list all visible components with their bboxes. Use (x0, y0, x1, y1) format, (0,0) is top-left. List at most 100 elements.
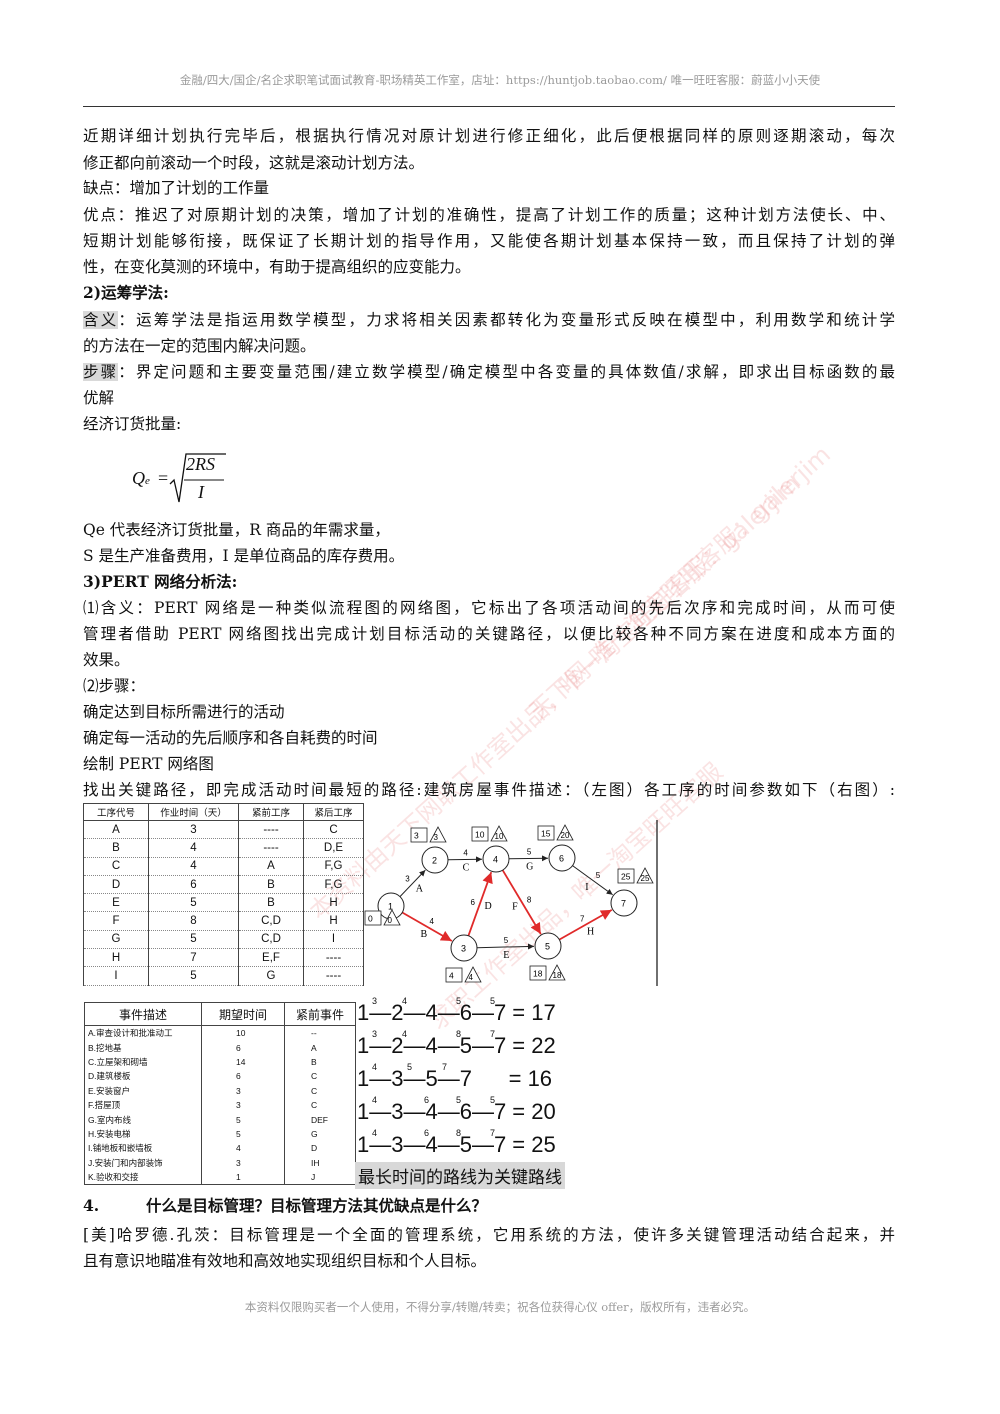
table-cell: 5 (148, 893, 239, 913)
table-cell: C.立屋架和砌墙 (84, 1054, 202, 1070)
table-cell: B (238, 893, 304, 913)
table-cell: A (238, 856, 304, 876)
edge-duration: 5 (596, 871, 601, 880)
answer-line: 且有意识地瞄准有效地和高效地实现组织目标和个人目标。 (83, 1252, 487, 1270)
table-cell: D.建筑楼板 (84, 1069, 202, 1084)
path-weight: 7 (442, 1062, 448, 1072)
steps-label: 步骤 (83, 363, 119, 381)
header-rule (83, 106, 895, 107)
table-header: 作业时间（天） (148, 803, 239, 821)
meaning-text: ：运筹学法是指运用数学模型，力求将相关因素都转化为变量形式反映在模型中，利用数学… (118, 311, 895, 329)
question-title: 什么是目标管理？目标管理方法其优缺点是什么？ (146, 1196, 488, 1215)
table-header: 期望时间 (201, 1002, 285, 1026)
path-weight: 7 (490, 1029, 496, 1039)
table-cell: I (303, 929, 364, 950)
table-cell: H (83, 948, 149, 968)
table-cell: G (238, 966, 304, 986)
table-cell: 8 (148, 911, 239, 931)
section-heading: 3)PERT 网络分析法: (83, 572, 238, 591)
critical-path-note: 最长时间的路线为关键路线 (355, 1162, 565, 1189)
node-label: 1 (388, 902, 393, 912)
table-cell: C (83, 856, 149, 876)
table-cell: I.铺地板和嵌墙板 (84, 1141, 202, 1156)
table-cell: D (83, 874, 149, 895)
table-header: 紧前事件 (284, 1002, 356, 1026)
edge-duration: 5 (527, 848, 532, 857)
node-label: 3 (461, 944, 466, 954)
edge-label: A (416, 884, 424, 895)
node-label: 5 (545, 942, 550, 952)
early-time-box (537, 825, 555, 841)
table-cell: 3 (201, 1155, 285, 1170)
edge-label: E (503, 950, 509, 961)
edge-duration: 4 (429, 917, 434, 926)
node-2 (421, 846, 449, 874)
table-cell: A (284, 1040, 356, 1055)
node-7 (610, 889, 638, 917)
path-line: 1—3—4—5—7 = 25 (357, 1132, 556, 1157)
table-header: 紧前工序 (238, 803, 304, 821)
table-cell: 5 (201, 1112, 285, 1127)
table-cell: J (284, 1169, 356, 1186)
table-cell: A.审查设计和批准动工 (84, 1025, 202, 1041)
table-cell: C,D (238, 911, 304, 931)
page-footer: 本资料仅限购买者一个人使用，不得分享/转赠/转卖；祝各位获得心仪 offer，版… (244, 1300, 756, 1314)
path-weight: 3 (372, 996, 378, 1006)
table-cell: F,G (303, 874, 364, 895)
early-time-box (445, 967, 463, 983)
table-cell: ---- (303, 966, 364, 986)
table-cell: B.挖地基 (84, 1040, 202, 1055)
late-time-triangle (429, 826, 447, 843)
table-cell: 5 (148, 929, 239, 950)
late-time-triangle (464, 966, 482, 983)
node-4 (482, 845, 510, 873)
node-label: 2 (432, 856, 437, 866)
eoq-formula: Qe = 2RS I (128, 448, 238, 510)
late-time: 3 (434, 833, 439, 842)
late-time: 25 (641, 874, 650, 883)
late-time-triangle (636, 867, 654, 884)
edge-G (508, 855, 549, 862)
table-cell: 7 (148, 948, 239, 968)
section-heading: 2)运筹学法: (83, 283, 169, 302)
path-line: 1—2—4—6—7 = 17 (357, 1000, 556, 1025)
pert-step: 绘制 PERT 网络图 (83, 755, 214, 773)
early-time: 25 (621, 872, 631, 882)
table-cell: B (284, 1054, 356, 1070)
formula-equals: = (158, 468, 169, 488)
pert-meaning-line: ⑴含义：PERT 网络是一种类似流程图的网络图，它标出了各项活动间的先后次序和完… (83, 599, 895, 617)
early-time: 18 (533, 969, 543, 979)
path-line: 1—2—4—5—7 = 22 (357, 1033, 556, 1058)
early-time: 0 (368, 914, 373, 924)
formula-numerator: 2RS (186, 454, 215, 474)
edge-D (467, 871, 493, 937)
edge-duration: 5 (504, 936, 509, 945)
pros-line: 短期计划能够衔接，既保证了长期计划的指导作用，又能使各期计划基本保持一致，而且保… (83, 232, 895, 250)
edge-F (501, 869, 542, 935)
edge-duration: 3 (405, 874, 410, 883)
edge-B (401, 911, 453, 942)
path-weight: 4 (372, 1095, 378, 1105)
table-cell: 14 (201, 1054, 285, 1070)
path-weight: 5 (490, 1095, 496, 1105)
sqrt-sign (169, 453, 226, 503)
edge-H (558, 909, 613, 941)
table-cell: C (303, 819, 364, 840)
table-cell: 6 (148, 874, 239, 895)
table-cell: 10 (201, 1025, 285, 1041)
late-time: 4 (469, 973, 474, 982)
intro-line: 近期详细计划执行完毕后，根据执行情况对原计划进行修正细化，此后便根据同样的原则逐… (83, 127, 895, 145)
